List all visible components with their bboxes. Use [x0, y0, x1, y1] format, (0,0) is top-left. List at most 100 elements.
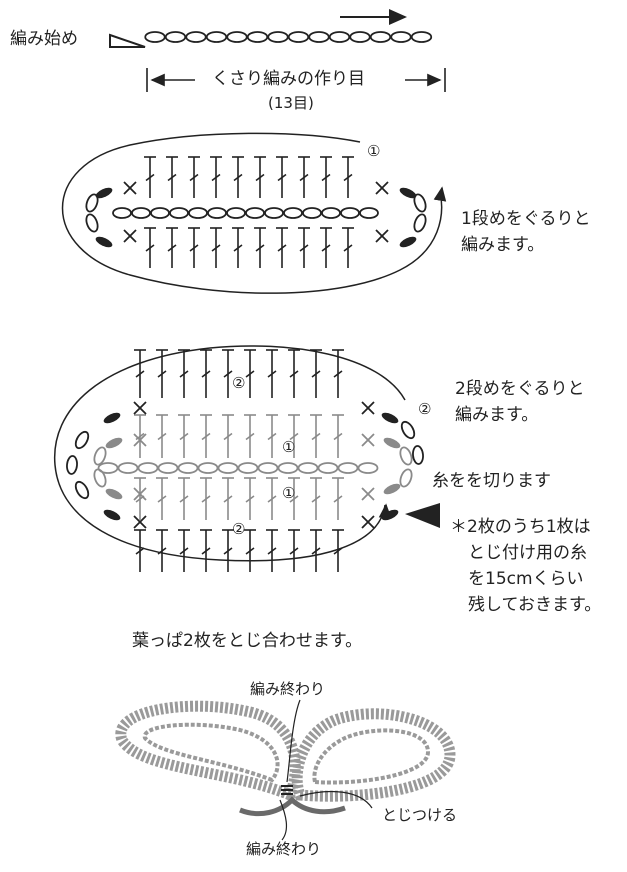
- chain-stitch: [412, 445, 424, 465]
- chain-stitch: [74, 430, 90, 450]
- chain-stitch: [117, 462, 139, 474]
- slip-stitch: [383, 483, 401, 495]
- chain-stitch: [93, 468, 107, 488]
- end-label-top: 編み終わり: [250, 680, 326, 698]
- join-title: 葉っぱ2枚をとじ合わせます。: [132, 631, 363, 651]
- slip-stitch: [105, 437, 123, 449]
- chain-stitch: [85, 193, 99, 213]
- note-line3: を15cmくらい: [468, 569, 584, 589]
- chain-stitch: [237, 462, 259, 474]
- row1-stitches: [85, 156, 427, 268]
- row2-diagram: [53, 345, 440, 572]
- slip-stitch: [95, 236, 113, 248]
- chain-stitch: [157, 462, 179, 474]
- chain-count: (13目): [268, 94, 314, 112]
- chain-stitch: [359, 207, 379, 219]
- chain-stitch: [302, 207, 322, 219]
- chain-stitch: [144, 31, 166, 43]
- slip-stitch: [103, 509, 121, 521]
- row2-stitches: [66, 349, 424, 572]
- row2-text-line1: 2段めをぐるりと: [455, 379, 585, 399]
- note-line2: とじ付け用の糸: [468, 543, 587, 563]
- row2-marker-right: ②: [418, 400, 432, 418]
- row1-marker-top: ①: [282, 438, 296, 456]
- chain-stitch: [226, 207, 246, 219]
- chain-stitch: [349, 31, 371, 43]
- slip-stitch: [399, 187, 417, 199]
- chain-stitch: [197, 462, 219, 474]
- chain-stitch: [207, 207, 227, 219]
- foundation-chain: [144, 31, 433, 43]
- chain-stitch: [413, 213, 427, 233]
- slip-stitch: [399, 236, 417, 248]
- row1-text-line2: 編みます。: [461, 235, 545, 255]
- chain-stitch: [226, 31, 248, 43]
- chain-stitch: [93, 446, 107, 466]
- chain-stitch: [369, 31, 392, 43]
- chain-stitch: [188, 207, 208, 219]
- chain-measure: [146, 68, 446, 92]
- chain-stitch: [357, 462, 379, 474]
- chain-label: くさり編みの作り目: [212, 69, 365, 89]
- chain-stitch: [185, 31, 207, 43]
- chain-stitch: [217, 462, 239, 474]
- row1-marker: ①: [367, 142, 381, 160]
- chain-stitch: [321, 207, 341, 219]
- slip-stitch: [103, 412, 121, 424]
- note-line1: ＊2枚のうち1枚は: [450, 517, 591, 537]
- row1-text-line1: 1段めをぐるりと: [461, 209, 591, 229]
- chain-stitch: [277, 462, 299, 474]
- chain-stitch: [150, 207, 170, 219]
- join-label: とじつける: [382, 806, 458, 824]
- chain-stitch: [264, 207, 284, 219]
- row2-text-line2: 編みます。: [455, 405, 539, 425]
- chain-stitch: [297, 462, 319, 474]
- chain-stitch: [85, 213, 99, 233]
- chain-stitch: [413, 193, 427, 213]
- chain-stitch: [177, 462, 199, 474]
- chain-stitch: [112, 207, 132, 219]
- chain-stitch: [131, 207, 151, 219]
- chain-stitch: [169, 207, 189, 219]
- start-label: 編み始め: [10, 29, 78, 49]
- chain-stitch: [164, 31, 187, 43]
- slip-stitch: [383, 437, 401, 449]
- chain-stitch: [245, 207, 265, 219]
- chain-stitch: [283, 207, 303, 219]
- slip-stitch: [105, 488, 123, 500]
- slip-stitch: [381, 412, 399, 424]
- chain-stitch: [400, 420, 416, 440]
- chain-stitch: [74, 480, 90, 500]
- slip-stitch: [381, 509, 399, 521]
- chain-stitch: [205, 31, 228, 43]
- row2-marker-bottom: ②: [232, 520, 246, 538]
- row1-marker-bottom: ①: [282, 484, 296, 502]
- chain-stitch: [340, 207, 360, 219]
- chain-stitch: [308, 31, 330, 43]
- chain-stitch: [246, 31, 269, 43]
- note-line4: 残しておきます。: [468, 595, 602, 615]
- cut-text: 糸をを切ります: [432, 471, 551, 491]
- chain-stitch: [137, 462, 159, 474]
- chain-stitch: [287, 31, 310, 43]
- chain-stitch: [337, 462, 359, 474]
- slip-stitch: [95, 187, 113, 199]
- chain-stitch: [257, 462, 279, 474]
- end-label-bottom: 編み終わり: [246, 840, 322, 858]
- chain-stitch: [328, 31, 351, 43]
- chain-stitch: [317, 462, 339, 474]
- chain-stitch: [267, 31, 289, 43]
- chain-stitch: [390, 31, 412, 43]
- chain-stitch: [97, 462, 119, 474]
- end-marker-icon: [281, 785, 293, 795]
- row1-diagram: [61, 132, 447, 294]
- joined-leaves: [115, 699, 456, 841]
- chain-stitch: [399, 468, 413, 488]
- chain-stitch: [399, 446, 413, 466]
- cut-yarn-icon: [405, 503, 440, 528]
- start-triangle-icon: [109, 33, 146, 48]
- row2-marker-top: ②: [232, 374, 246, 392]
- chain-stitch: [66, 455, 78, 475]
- chain-stitch: [410, 31, 433, 43]
